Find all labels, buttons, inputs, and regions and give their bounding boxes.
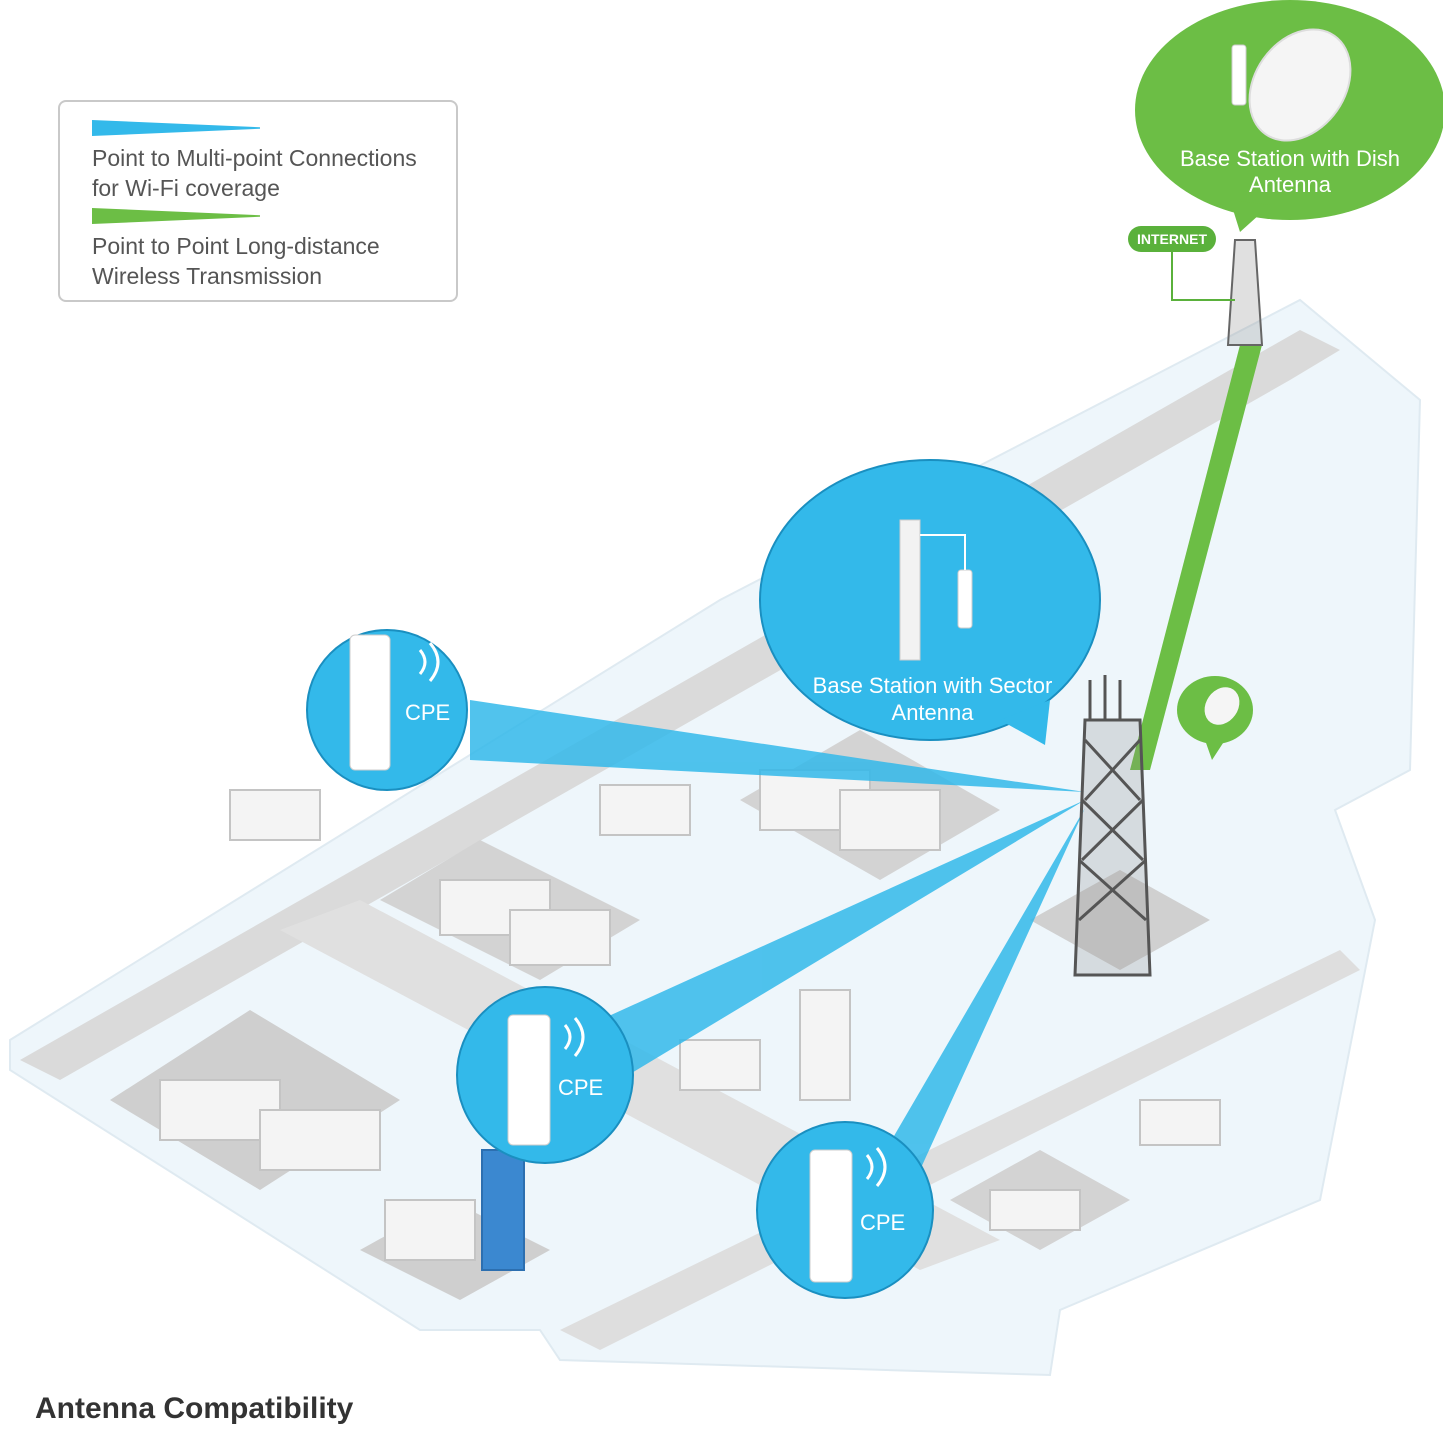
small-dish-bubble-tail (1205, 740, 1225, 760)
ground-platform (9, 298, 1422, 1377)
cpe-label-top: CPE (405, 700, 451, 725)
cpe-bubble-bottom (756, 1121, 934, 1299)
sector-bubble (759, 459, 1101, 741)
multipoint-beams (470, 700, 1085, 1170)
internet-cable (1171, 245, 1235, 301)
internet-cloud-label: INTERNET (1128, 226, 1216, 252)
sector-cable (920, 534, 966, 570)
radio-unit-icon (1231, 44, 1247, 106)
sector-radio-icon (957, 569, 973, 629)
sector-antenna-icon (899, 519, 921, 661)
cpe-label-bottom: CPE (860, 1210, 906, 1235)
dish-label-line2: Antenna (1249, 172, 1331, 197)
small-dish-icon (1204, 687, 1240, 725)
side-road (560, 950, 1360, 1350)
cpe-label-middle: CPE (558, 1075, 604, 1100)
multipoint-legend-label-1: Point to Multi-point Connections (92, 145, 417, 171)
ptp-legend-swatch (92, 208, 260, 224)
sector-label-line1: Base Station with Sector (812, 673, 1053, 698)
dish-antenna-icon (1248, 28, 1352, 142)
legend: Point to Multi-point Connections for Wi-… (58, 100, 458, 302)
multipoint-legend-label-2: for Wi-Fi coverage (92, 175, 280, 201)
sector-label-line2: Antenna (891, 700, 974, 725)
sector-bubble-tail (1000, 700, 1050, 745)
ptp-legend-label-1: Point to Point Long-distance (92, 233, 380, 259)
blue-skyscraper (481, 1149, 525, 1271)
buildings (159, 769, 1221, 1261)
lattice-tower (1073, 675, 1152, 977)
ptp-legend-label-2: Wireless Transmission (92, 263, 323, 289)
remote-tower (1226, 239, 1264, 346)
section-title: Antenna Compatibility (35, 1392, 354, 1425)
ptp-beam (1130, 345, 1262, 770)
dish-bubble-tail (1230, 200, 1270, 232)
multipoint-legend-swatch (92, 120, 260, 136)
dish-label-line1: Base Station with Dish (1179, 146, 1401, 171)
cpe-bubble-middle (456, 986, 634, 1164)
cpe-bubble-top (306, 629, 468, 791)
